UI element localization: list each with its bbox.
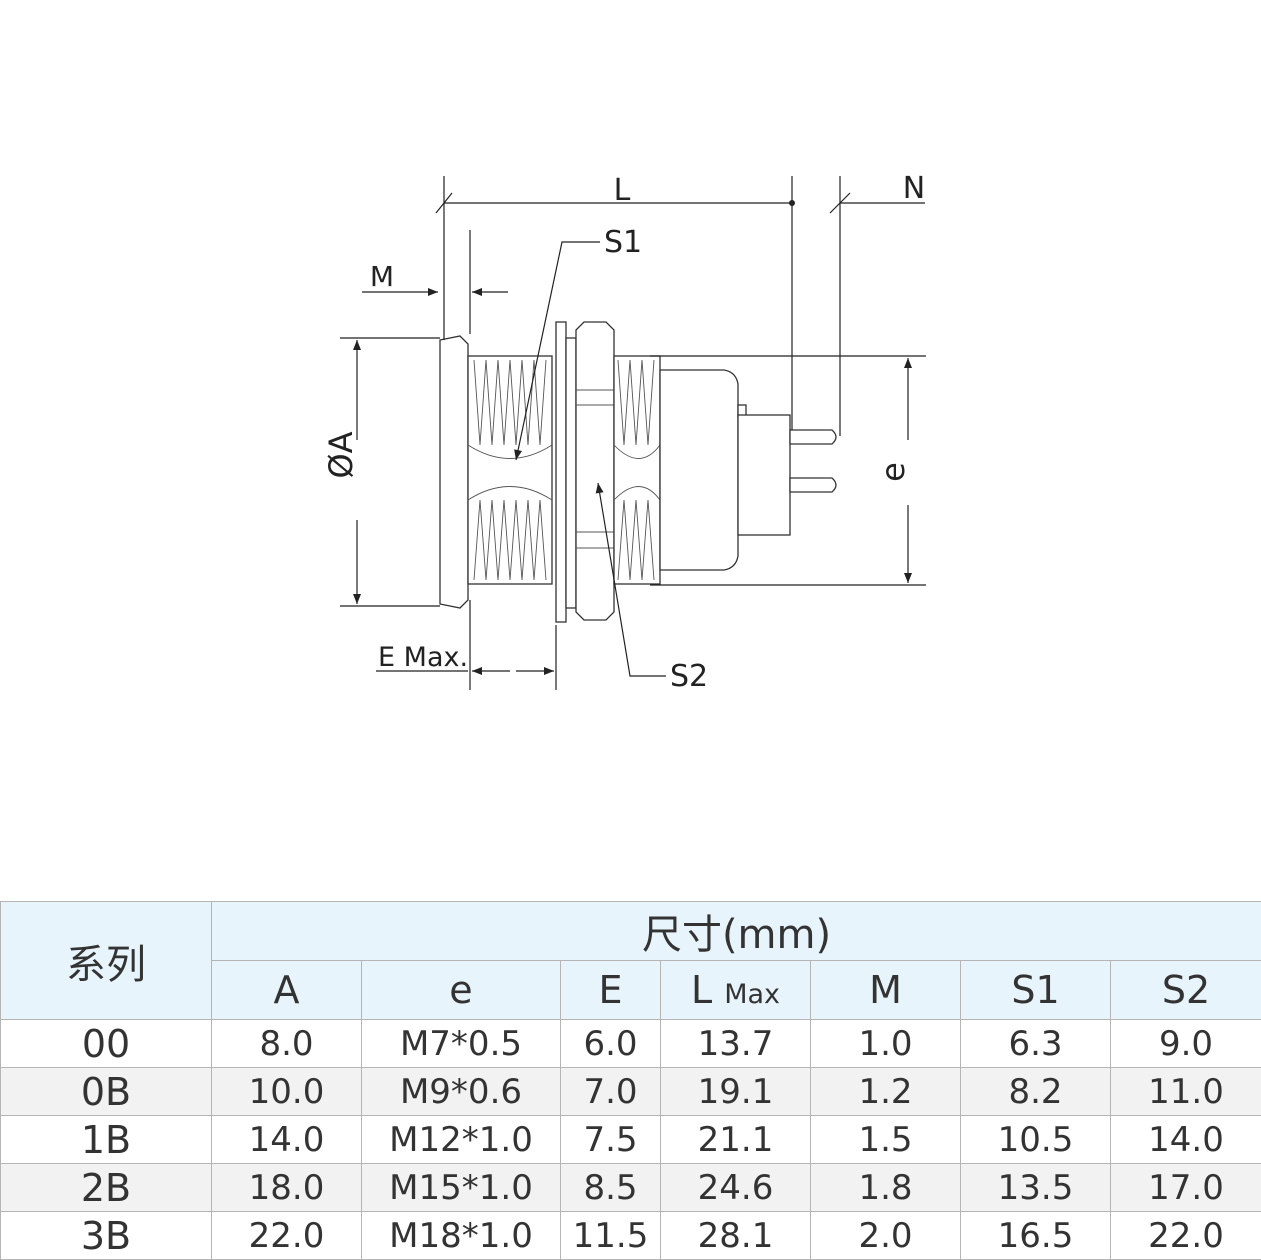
- value-cell: 13.5: [960, 1163, 1111, 1212]
- value-cell: 17.0: [1109, 1163, 1261, 1212]
- value-cell: 14.0: [211, 1115, 362, 1164]
- dimension-e: e: [650, 355, 926, 586]
- leader-S1: S1: [514, 225, 642, 461]
- value-cell: 1.2: [810, 1067, 961, 1116]
- column-header: e: [361, 960, 561, 1020]
- value-cell: M9*0.6: [361, 1067, 561, 1116]
- value-cell: 10.0: [211, 1067, 362, 1116]
- value-cell: 1.0: [810, 1019, 961, 1068]
- column-header-main: E: [598, 968, 623, 1012]
- column-header-main: S1: [1011, 968, 1060, 1012]
- label-phiA: ØA: [322, 431, 360, 478]
- dimension-E: E Max.: [376, 600, 557, 690]
- dimension-M: M: [362, 230, 508, 334]
- value-cell: M7*0.5: [361, 1019, 561, 1068]
- series-cell: 1B: [0, 1115, 212, 1164]
- value-cell: 8.5: [560, 1163, 661, 1212]
- series-cell: 3B: [0, 1211, 212, 1260]
- value-cell: 28.1: [660, 1211, 811, 1260]
- series-header: 系列: [0, 901, 212, 1020]
- value-cell: 10.5: [960, 1115, 1111, 1164]
- front-flange: [439, 335, 469, 609]
- label-S1: S1: [604, 225, 642, 260]
- dimension-phiA: ØA: [322, 337, 440, 607]
- value-cell: 7.0: [560, 1067, 661, 1116]
- connector-dimension-drawing: L N M S1 ØA e E: [322, 171, 926, 694]
- series-cell: 2B: [0, 1163, 212, 1212]
- value-cell: 19.1: [660, 1067, 811, 1116]
- column-header-main: A: [273, 968, 300, 1012]
- dimension-header: 尺寸(mm): [210, 901, 1261, 961]
- value-cell: M15*1.0: [361, 1163, 561, 1212]
- column-header: A: [211, 960, 362, 1020]
- value-cell: 8.2: [960, 1067, 1111, 1116]
- value-cell: 11.5: [560, 1211, 661, 1260]
- value-cell: 21.1: [660, 1115, 811, 1164]
- leader-S2: S2: [595, 482, 708, 694]
- value-cell: M12*1.0: [361, 1115, 561, 1164]
- dimension-N: N: [829, 171, 925, 436]
- label-L: L: [614, 173, 631, 208]
- value-cell: 1.5: [810, 1115, 961, 1164]
- value-cell: 22.0: [1109, 1211, 1261, 1260]
- column-header: L Max: [660, 960, 811, 1020]
- value-cell: 24.6: [660, 1163, 811, 1212]
- column-header: E: [560, 960, 661, 1020]
- value-cell: 22.0: [211, 1211, 362, 1260]
- column-header-sub: Max: [724, 979, 781, 1010]
- value-cell: 11.0: [1109, 1067, 1261, 1116]
- value-cell: 18.0: [211, 1163, 362, 1212]
- label-E: E Max.: [378, 642, 468, 673]
- column-header-main: S2: [1161, 968, 1211, 1012]
- series-cell: 00: [0, 1019, 212, 1068]
- value-cell: 6.0: [560, 1019, 661, 1068]
- rear-housing: [659, 369, 837, 571]
- label-N: N: [903, 171, 925, 206]
- column-header: S1: [960, 960, 1111, 1020]
- value-cell: 13.7: [660, 1019, 811, 1068]
- value-cell: 6.3: [960, 1019, 1111, 1068]
- label-M: M: [370, 260, 394, 293]
- value-cell: 16.5: [960, 1211, 1111, 1260]
- column-header: S2: [1109, 960, 1261, 1020]
- column-header-main: L: [690, 968, 713, 1012]
- value-cell: 9.0: [1109, 1019, 1261, 1068]
- value-cell: 8.0: [211, 1019, 362, 1068]
- rear-thread: [613, 355, 661, 585]
- series-cell: 0B: [0, 1067, 212, 1116]
- column-header: M: [810, 960, 961, 1020]
- column-header-main: M: [869, 968, 902, 1012]
- hex-nut: [575, 321, 615, 621]
- value-cell: 7.5: [560, 1115, 661, 1164]
- front-thread: [467, 355, 553, 585]
- column-header-main: e: [449, 968, 473, 1012]
- label-e: e: [874, 462, 912, 482]
- value-cell: 14.0: [1109, 1115, 1261, 1164]
- value-cell: M18*1.0: [361, 1211, 561, 1260]
- label-S2: S2: [670, 659, 708, 694]
- panel-washer: [555, 321, 577, 623]
- value-cell: 1.8: [810, 1163, 961, 1212]
- value-cell: 2.0: [810, 1211, 961, 1260]
- dimension-L: L: [435, 173, 795, 430]
